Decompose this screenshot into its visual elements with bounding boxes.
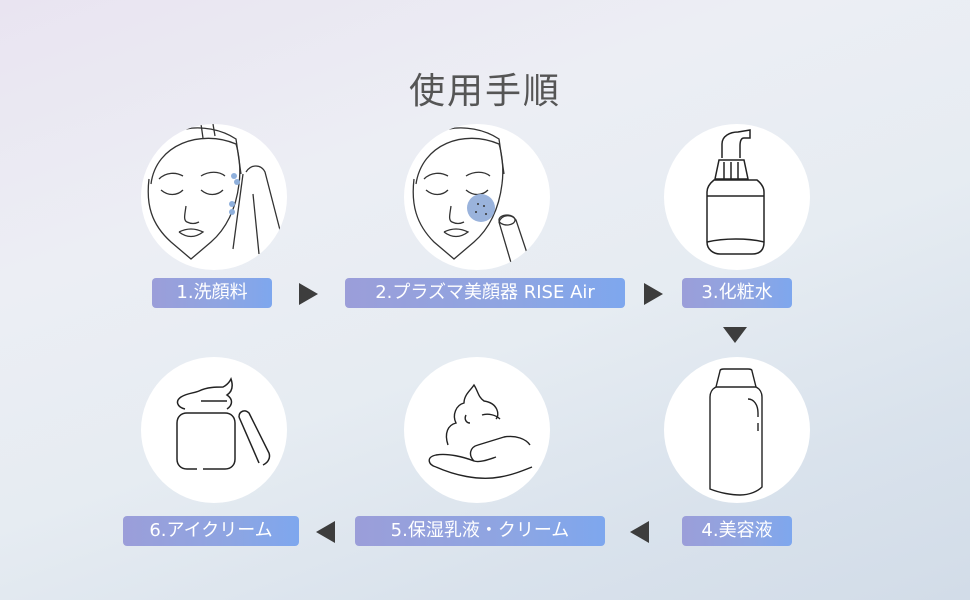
- arrow-right-icon: [299, 283, 318, 305]
- arrow-down-icon: [723, 327, 747, 343]
- step-2-illustration: [404, 124, 550, 270]
- step-2-label: 2.プラズマ美顔器 RISE Air: [345, 278, 625, 308]
- step-1-label: 1.洗顔料: [152, 278, 272, 308]
- step-4-illustration: [664, 357, 810, 503]
- step-6-illustration: [141, 357, 287, 503]
- serum-bottle-icon: [709, 368, 763, 496]
- page-title: 使用手順: [408, 71, 561, 113]
- step-4-label: 4.美容液: [682, 516, 792, 546]
- face-wash-towel-icon: [147, 124, 282, 260]
- step-5-label: 5.保湿乳液・クリーム: [355, 516, 605, 546]
- step-6-label: 6.アイクリーム: [123, 516, 299, 546]
- cream-jar-icon: [176, 377, 271, 470]
- step-3-label: 3.化粧水: [682, 278, 792, 308]
- arrow-left-icon: [630, 521, 649, 543]
- pump-bottle-icon: [706, 129, 765, 255]
- step-5-illustration: [404, 357, 550, 503]
- cream-on-hand-icon: [428, 383, 533, 479]
- face-plasma-device-icon: [412, 127, 530, 267]
- step-3-illustration: [664, 124, 810, 270]
- step-1-illustration: [141, 124, 287, 270]
- arrow-left-icon: [316, 521, 335, 543]
- arrow-right-icon: [644, 283, 663, 305]
